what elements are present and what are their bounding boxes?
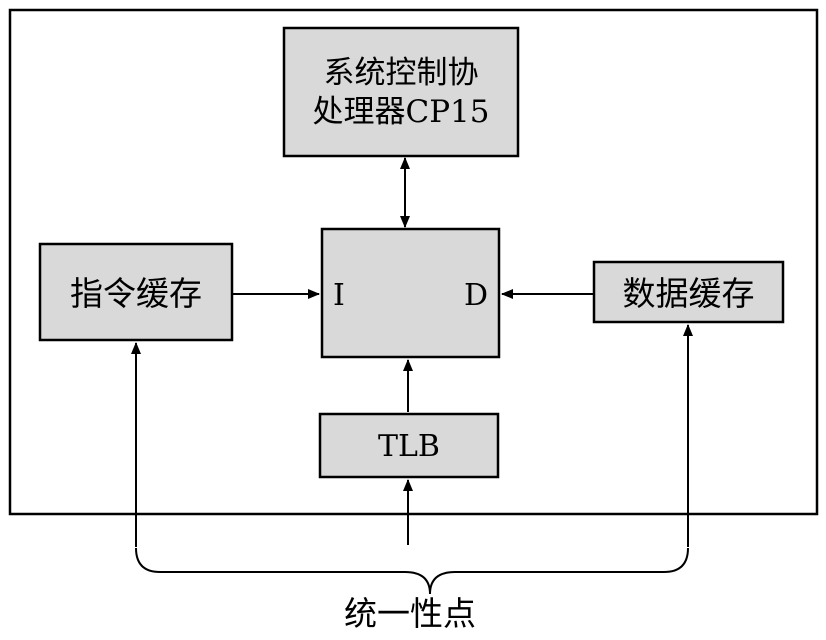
tlb-block bbox=[318, 412, 500, 479]
outer-frame bbox=[8, 8, 819, 516]
cp15-label-line1: 系统控制协 bbox=[323, 55, 479, 91]
unification-brace bbox=[135, 547, 689, 595]
cp15-label-line2: 处理器CP15 bbox=[312, 93, 490, 130]
cp15-block bbox=[282, 26, 520, 158]
core-i-port-label: I bbox=[333, 278, 345, 313]
icache-label: 指令缓存 bbox=[70, 274, 202, 313]
dcache-block bbox=[592, 260, 785, 324]
cp15-label: 系统控制协 处理器CP15 bbox=[284, 54, 518, 132]
core-d-port-label: D bbox=[464, 278, 489, 313]
icache-block bbox=[38, 242, 234, 342]
dcache-label: 数据缓存 bbox=[622, 274, 755, 313]
point-of-unification-label: 统一性点 bbox=[344, 594, 476, 633]
core-block bbox=[320, 227, 501, 359]
tlb-label: TLB bbox=[378, 429, 440, 464]
